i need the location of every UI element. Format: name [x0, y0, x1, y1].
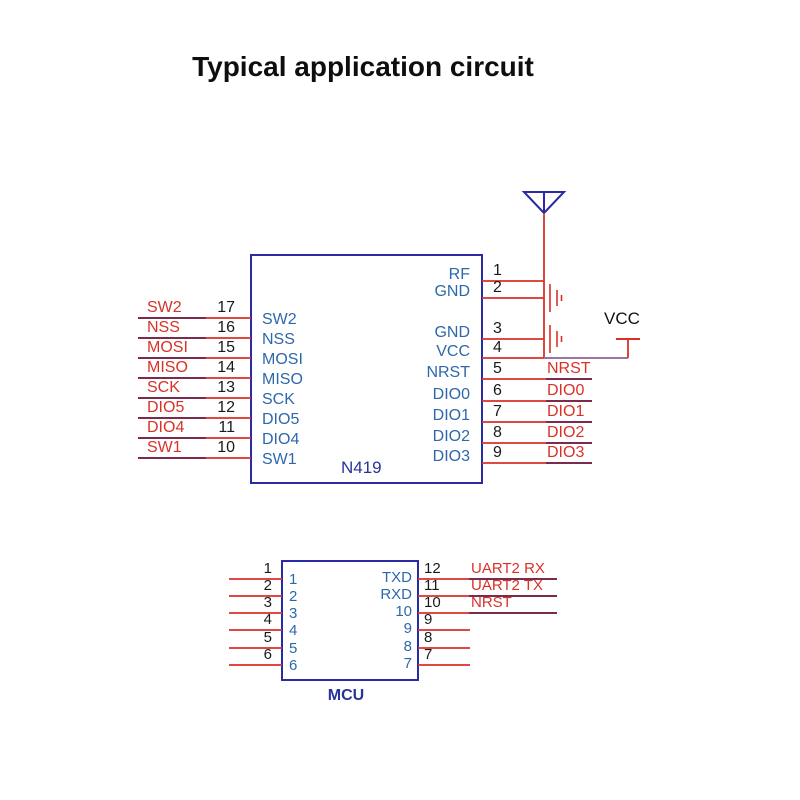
- pin-number: 1: [263, 560, 272, 577]
- vcc-label: VCC: [604, 309, 640, 328]
- pin-name: NRST: [426, 364, 470, 381]
- capacitor-icon: [549, 284, 563, 312]
- net-label: DIO2: [547, 424, 585, 441]
- pin-name: GND: [434, 283, 470, 300]
- pin-name: SW1: [262, 451, 297, 468]
- net-label: SCK: [147, 379, 180, 396]
- pin-number: 3: [493, 320, 502, 337]
- pin-name: DIO0: [432, 386, 470, 403]
- pin-name: SCK: [262, 391, 295, 408]
- net-label: MISO: [147, 359, 188, 376]
- net-label: MOSI: [147, 339, 188, 356]
- mcu-left-wires: [229, 578, 282, 666]
- pin-name: DIO4: [262, 431, 300, 448]
- pin-number: 9: [493, 444, 502, 461]
- pin-number: 9: [424, 611, 433, 628]
- pin-name: DIO1: [432, 407, 470, 424]
- mcu-chip-body: [281, 560, 419, 681]
- net-label: SW1: [147, 439, 182, 456]
- mcu-chip-name: MCU: [327, 687, 365, 704]
- net-label: DIO4: [147, 419, 185, 436]
- pin-name: MOSI: [262, 351, 303, 368]
- pin-name: TXD: [382, 569, 412, 586]
- pin-number: 16: [217, 319, 235, 336]
- net-label: DIO0: [547, 382, 585, 399]
- pin-name: RXD: [380, 586, 412, 603]
- pin-number: 8: [424, 629, 433, 646]
- pin-name: DIO3: [432, 448, 470, 465]
- pin-name: 2: [289, 588, 298, 605]
- pin-number: 17: [217, 299, 235, 316]
- pin-name: VCC: [436, 343, 470, 360]
- net-label: UART2 RX: [471, 560, 545, 577]
- pin-number: 12: [424, 560, 441, 577]
- pin-number: 14: [217, 359, 235, 376]
- n419-chip-name: N419: [341, 458, 382, 477]
- net-label: DIO1: [547, 403, 585, 420]
- pin-name: NSS: [262, 331, 295, 348]
- pin-number: 6: [263, 646, 272, 663]
- net-label: NRST: [471, 594, 512, 611]
- pin-name: 8: [403, 638, 412, 655]
- pin-number: 10: [217, 439, 235, 456]
- pin-name: 9: [403, 620, 412, 637]
- mcu-right-label-underlines: [469, 578, 557, 614]
- net-label: UART2 TX: [471, 577, 543, 594]
- pin-number: 7: [424, 646, 433, 663]
- pin-number: 2: [263, 577, 272, 594]
- pin-name: 6: [289, 657, 298, 674]
- net-label: DIO5: [147, 399, 185, 416]
- n419-right-label-underlines: [546, 378, 592, 464]
- antenna-icon: [521, 191, 567, 215]
- net-label: NSS: [147, 319, 180, 336]
- pin-number: 4: [263, 611, 272, 628]
- pin-number: 12: [217, 399, 235, 416]
- n419-left-label-underlines: [138, 317, 206, 459]
- n419-chip-body: [250, 254, 483, 484]
- pin-name: 1: [289, 571, 298, 588]
- pin-number: 11: [424, 577, 440, 594]
- pin-name: MISO: [262, 371, 303, 388]
- pin-number: 10: [424, 594, 441, 611]
- pin-name: 4: [289, 622, 298, 639]
- net-label: DIO3: [547, 444, 585, 461]
- net-label: NRST: [547, 360, 591, 377]
- vcc-power-symbol: [616, 338, 640, 358]
- pin-number: 4: [493, 339, 502, 356]
- pin-name: RF: [448, 266, 470, 283]
- pin-name: 10: [395, 603, 412, 620]
- pin-name: SW2: [262, 311, 297, 328]
- pin-number: 5: [263, 629, 272, 646]
- pin-name: DIO2: [432, 428, 470, 445]
- pin-number: 15: [217, 339, 235, 356]
- capacitor-icon: [549, 325, 563, 353]
- page-title: Typical application circuit: [192, 51, 534, 82]
- pin-name: 3: [289, 605, 298, 622]
- pin-number: 11: [218, 419, 235, 436]
- pin-name: GND: [434, 324, 470, 341]
- net-label: SW2: [147, 299, 182, 316]
- pin-name: 5: [289, 640, 298, 657]
- pin-number: 3: [263, 594, 272, 611]
- pin-number: 13: [217, 379, 235, 396]
- pin-number: 6: [493, 382, 502, 399]
- pin-number: 5: [493, 360, 502, 377]
- pin-number: 2: [493, 279, 502, 296]
- pin-name: DIO5: [262, 411, 300, 428]
- pin-number: 8: [493, 424, 502, 441]
- pin-number: 1: [493, 262, 502, 279]
- pin-name: 7: [403, 655, 412, 672]
- pin-number: 7: [493, 403, 502, 420]
